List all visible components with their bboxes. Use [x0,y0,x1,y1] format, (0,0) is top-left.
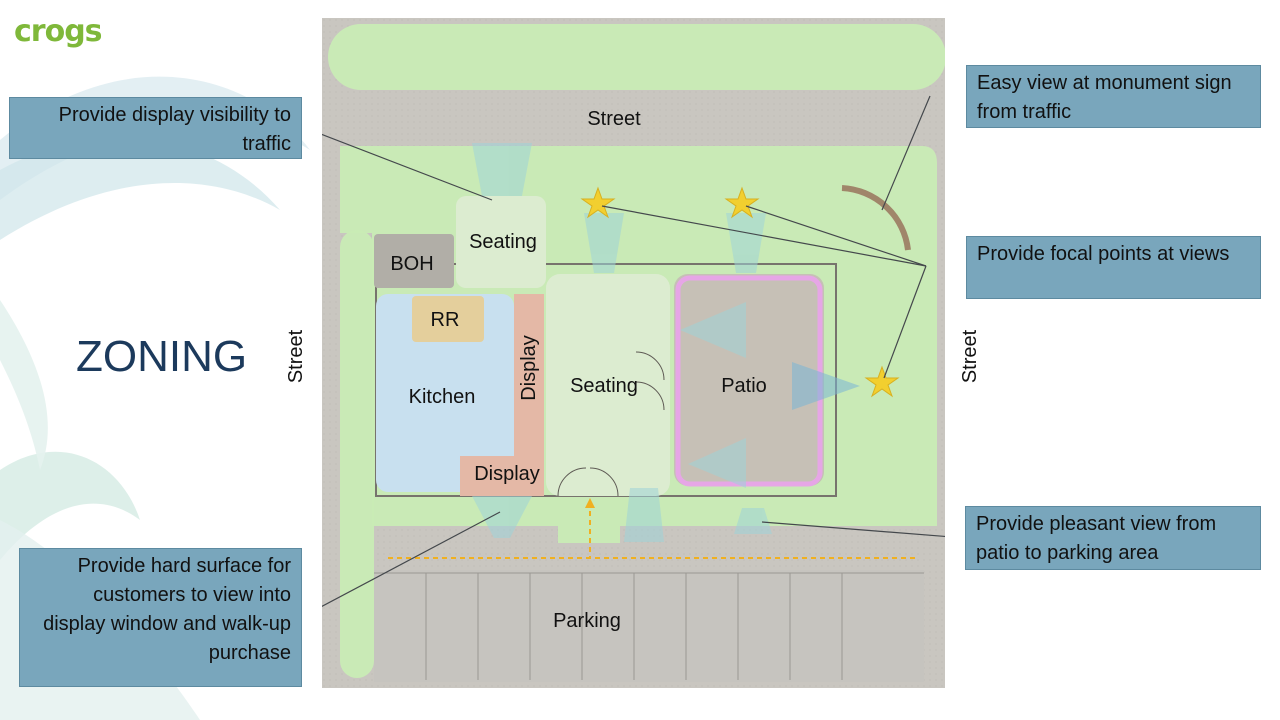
label-seating-top: Seating [469,231,537,253]
page-title: ZONING [76,332,248,381]
star-1 [580,186,616,219]
zone-kitchen [376,294,514,492]
view-cone-3 [726,213,766,273]
zone-boh [374,234,454,288]
callout-hard-surface: Provide hard surface for customers to vi… [19,548,302,687]
view-cone-5 [792,362,860,410]
zone-rr [412,296,484,342]
star-3 [864,365,900,398]
label-kitchen: Kitchen [409,386,476,408]
zone-seating-main [546,274,670,496]
callout-display-visibility: Provide display visibility to traffic [9,97,302,159]
label-display-vertical: Display [518,335,540,401]
label-patio: Patio [721,375,767,397]
door-swing-1 [635,351,665,381]
star-2 [724,186,760,219]
callout-monument-sign: Easy view at monument sign from traffic [966,65,1261,128]
site-plan: Street Seating BOH RR Kitchen Display Di… [322,18,945,688]
label-street-top: Street [587,108,641,130]
leader-hard-surface [322,511,501,608]
leader-focal-2 [745,205,927,267]
view-cone-8 [734,508,772,534]
landscape-left-strip [340,230,374,678]
view-cone-6 [688,438,746,488]
zone-seating-top [456,196,546,288]
label-boh: BOH [390,253,433,275]
leader-patio-view [761,521,945,538]
callout-pleasant-view: Provide pleasant view from patio to park… [965,506,1261,570]
monument-sign [841,185,911,251]
view-cone-4 [680,302,746,358]
callout-focal-points: Provide focal points at views [966,236,1261,299]
label-parking: Parking [553,610,621,632]
view-cone-1 [472,143,532,196]
view-cone-7 [624,488,664,542]
landscape-top-strip [328,24,945,90]
door-swing-4 [589,467,619,497]
leader-focal-1 [601,205,927,267]
label-street-right: Street [959,329,982,384]
brand-logo: crogs [14,14,103,49]
walkway-arrow [585,498,595,508]
leader-focal-3 [883,265,927,379]
leader-display-visibility [322,133,493,201]
view-cone-9 [472,496,532,538]
label-seating-main: Seating [570,375,638,397]
door-swing-3 [557,467,587,497]
label-rr: RR [431,309,460,331]
door-swing-2 [635,381,665,411]
label-street-left: Street [285,329,308,384]
view-cone-2 [584,213,624,273]
parking-lot [374,570,924,682]
zone-display [460,294,544,496]
label-display-bottom: Display [474,463,540,485]
leader-monument [881,95,931,211]
